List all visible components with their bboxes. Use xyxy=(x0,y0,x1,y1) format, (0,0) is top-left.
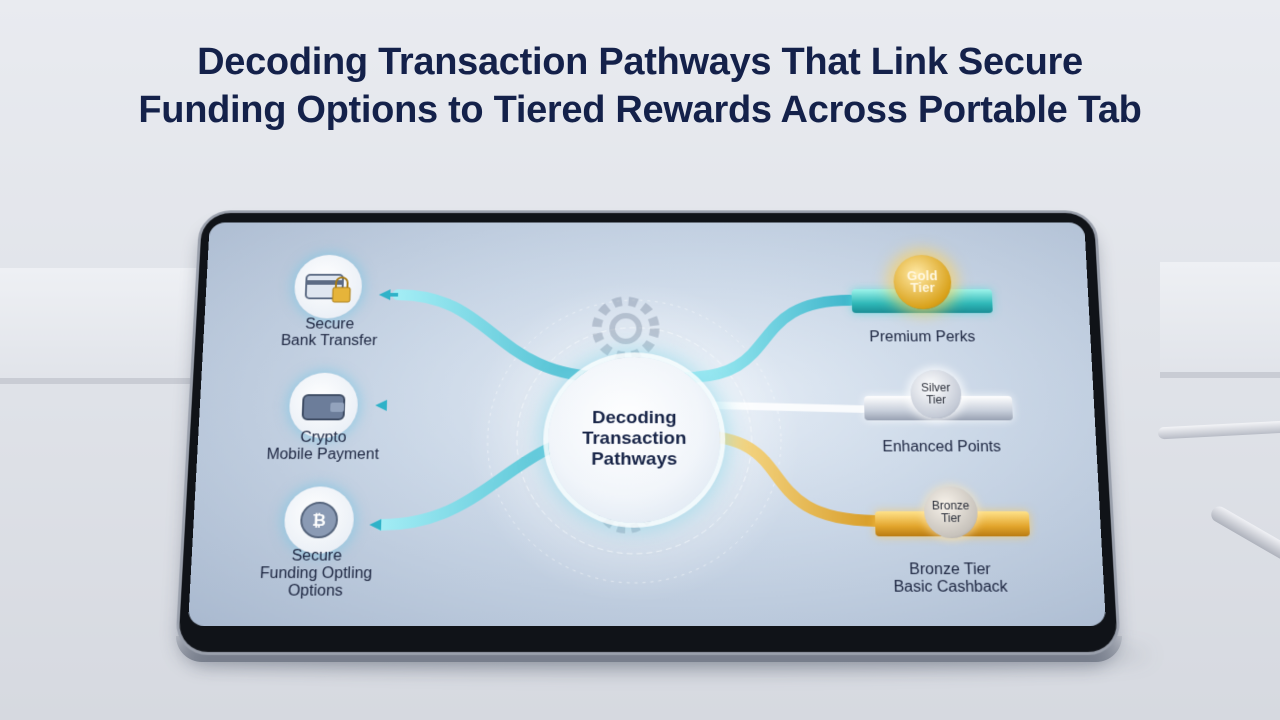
silver-badge-line2: Tier xyxy=(926,393,947,407)
stylus-pen xyxy=(1157,420,1280,440)
source-label-bank-line2: Bank Transfer xyxy=(280,333,378,349)
background-shelf-left xyxy=(0,268,200,384)
tier-label-gold-line1: Premium Perks xyxy=(869,329,976,346)
tier-label-silver-line1: Enhanced Points xyxy=(882,439,1002,456)
wallet-icon xyxy=(288,373,359,438)
tier-label-gold: Premium Perks xyxy=(826,329,1020,346)
source-label-crypto-line1: Crypto xyxy=(299,429,347,446)
tier-label-silver: Enhanced Points xyxy=(844,439,1040,456)
bronze-badge-line2: Tier xyxy=(940,511,962,525)
source-label-bank: Secure Bank Transfer xyxy=(261,317,397,350)
tier-label-bronze: Bronze Tier Basic Cashback xyxy=(850,561,1050,596)
svg-text:₿: ₿ xyxy=(312,511,326,530)
source-node-crypto xyxy=(288,372,359,439)
page-title: Decoding Transaction Pathways That Link … xyxy=(0,38,1280,134)
tablet-screen: Decoding Transaction Pathways Secure Ban… xyxy=(188,222,1106,627)
background-shelf-right xyxy=(1160,262,1280,378)
silver-tier-badge: Silver Tier xyxy=(909,370,963,419)
source-label-funding: Secure Funding Optling Options xyxy=(225,548,406,601)
speaker-grille-right xyxy=(940,650,1030,654)
card-lock-icon xyxy=(293,255,363,319)
source-label-bank-line1: Secure xyxy=(304,316,355,333)
gold-badge-line2: Tier xyxy=(910,280,936,295)
flow-silver-tier xyxy=(716,405,862,409)
tier-label-bronze-line1: Bronze Tier xyxy=(909,561,991,579)
source-node-funding: ₿ xyxy=(283,486,355,554)
hub-node: Decoding Transaction Pathways xyxy=(547,357,722,523)
arrow-head-1 xyxy=(378,289,391,301)
source-node-bank xyxy=(293,254,363,319)
tier-label-bronze-line2: Basic Cashback xyxy=(893,578,1009,596)
hub-label: Decoding Transaction Pathways xyxy=(582,408,687,470)
speaker-grille-left xyxy=(230,650,320,654)
source-label-funding-line1: Secure xyxy=(291,547,343,565)
stylus-pen-2 xyxy=(1208,503,1280,573)
bitcoin-icon: ₿ xyxy=(283,487,355,554)
source-label-funding-line2: Funding Optling xyxy=(259,565,373,582)
title-line-2: Funding Options to Tiered Rewards Across… xyxy=(138,89,1142,131)
source-label-crypto-line2: Mobile Payment xyxy=(266,446,380,463)
source-label-funding-line3: Options xyxy=(287,582,344,600)
gold-tier-badge: Gold Tier xyxy=(892,254,953,310)
source-label-crypto: Crypto Mobile Payment xyxy=(244,430,402,464)
title-line-1: Decoding Transaction Pathways That Link … xyxy=(197,41,1083,83)
arrow-head-3 xyxy=(369,519,382,531)
